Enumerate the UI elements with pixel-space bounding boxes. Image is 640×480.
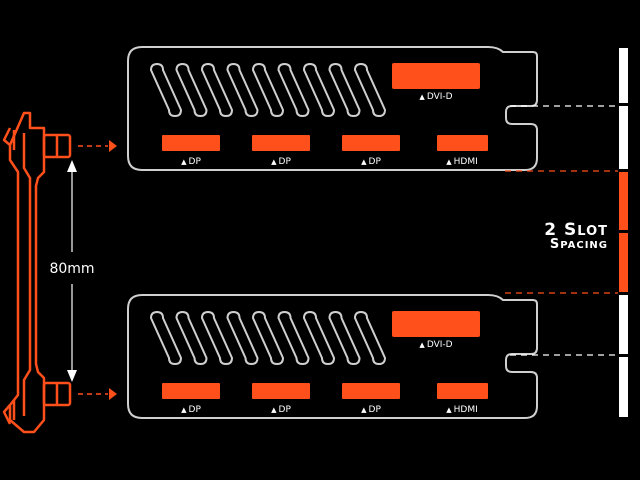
ruler-segment-white-2 [619,106,628,169]
card-side-view [2,111,72,434]
arrow-bottom-head [109,388,117,400]
slot-label-line2: SPACING [550,237,608,252]
port-marker: ▲ [361,158,367,166]
slot-spacing-label: 2 SLOT SPACING [544,220,608,252]
dvi-port-bottom [392,311,480,337]
svg-text:▲DP: ▲DP [361,405,381,415]
port-label-text: DVI-D [427,340,453,350]
ruler-segment-white-4 [619,357,628,417]
svg-text:▲HDMI: ▲HDMI [446,405,478,415]
side-view-inner-outline [22,133,32,416]
port-label-text: HDMI [454,405,478,415]
dimension-80mm: 80mm [49,160,95,382]
slot-label-line1-big: 2 S [544,220,577,240]
bracket-bottom: ▲DVI-D ▲DP ▲DP ▲DP ▲HDMI [127,294,538,419]
arrow-top-head [109,140,117,152]
vent-slots-top [149,62,387,118]
port-marker: ▲ [181,406,187,414]
vent-slot [175,310,208,366]
port-label-text: DP [279,157,292,167]
svg-text:▲DVI-D: ▲DVI-D [419,340,452,350]
port-label-text: DP [279,405,292,415]
vent-slot [251,62,285,118]
svg-text:▲HDMI: ▲HDMI [446,157,478,167]
hdmi-port [437,135,488,151]
side-view-bottom-spike [2,404,12,425]
hdmi-port [437,383,488,399]
vent-slot [302,310,336,366]
vent-slot [353,310,387,366]
svg-text:▲DP: ▲DP [271,405,291,415]
vent-slot [200,310,234,366]
port-label-text: DP [189,405,202,415]
bottom-ports-bottom: ▲DP ▲DP ▲DP ▲HDMI [162,383,488,415]
ruler-segment-white-3 [619,295,628,354]
port-marker: ▲ [271,406,277,414]
port-marker: ▲ [446,406,452,414]
vent-slot [353,62,387,118]
slot-ruler [619,48,628,417]
slot-label-line2-small: PACING [560,240,608,251]
port-label-text: DP [369,405,382,415]
dp-port [252,135,310,151]
port-marker: ▲ [361,406,367,414]
dp-port [162,135,220,151]
vent-slot [226,62,259,118]
vent-slot [149,62,183,118]
ruler-segment-orange-1 [619,172,628,230]
vent-slot [277,62,310,118]
port-marker: ▲ [271,158,277,166]
bracket-top: ▲DVI-D ▲DP ▲DP ▲DP ▲HDMI [127,46,538,171]
port-marker: ▲ [419,93,425,101]
bottom-ports-top: ▲DP ▲DP ▲DP ▲HDMI [162,135,488,167]
bracket-top-outline [127,46,538,171]
svg-text:▲DP: ▲DP [181,405,201,415]
port-marker: ▲ [181,158,187,166]
port-label-text: DP [369,157,382,167]
vent-slot [328,62,361,118]
dimension-arrow-up [67,160,77,172]
vent-slot [175,62,208,118]
vent-slot [328,310,361,366]
vent-slot [251,310,285,366]
dp-port [342,383,400,399]
dp-port [252,383,310,399]
vent-slot [302,62,336,118]
vent-slot [226,310,259,366]
svg-text:▲DP: ▲DP [361,157,381,167]
side-view-outer-outline [8,111,46,434]
slot-label-line2-big: S [550,237,560,252]
port-marker: ▲ [446,158,452,166]
port-label-text: HDMI [454,157,478,167]
port-label-text: DVI-D [427,92,453,102]
vent-slot [149,310,183,366]
ruler-segment-orange-2 [619,233,628,292]
ruler-segment-white-1 [619,48,628,103]
svg-text:▲DVI-D: ▲DVI-D [419,92,452,102]
vent-slots-bottom [149,310,387,366]
svg-text:▲DP: ▲DP [271,157,291,167]
dimension-label: 80mm [49,261,94,277]
guide-lines [505,105,618,356]
vent-slot [200,62,234,118]
dvi-port-top [392,63,480,89]
svg-text:▲DP: ▲DP [181,157,201,167]
dp-port [342,135,400,151]
dp-port [162,383,220,399]
port-label-text: DP [189,157,202,167]
bracket-bottom-outline [127,294,538,419]
slot-label-line1: 2 SLOT [544,220,608,240]
vent-slot [277,310,310,366]
dvi-port-top-label: ▲DVI-D [419,92,452,102]
slot-label-line1-small: LOT [577,224,608,239]
side-view-top-spike [2,127,12,146]
port-marker: ▲ [419,341,425,349]
connector-arrows [78,140,117,400]
dvi-port-bottom-label: ▲DVI-D [419,340,452,350]
dimension-arrow-down [67,370,77,382]
